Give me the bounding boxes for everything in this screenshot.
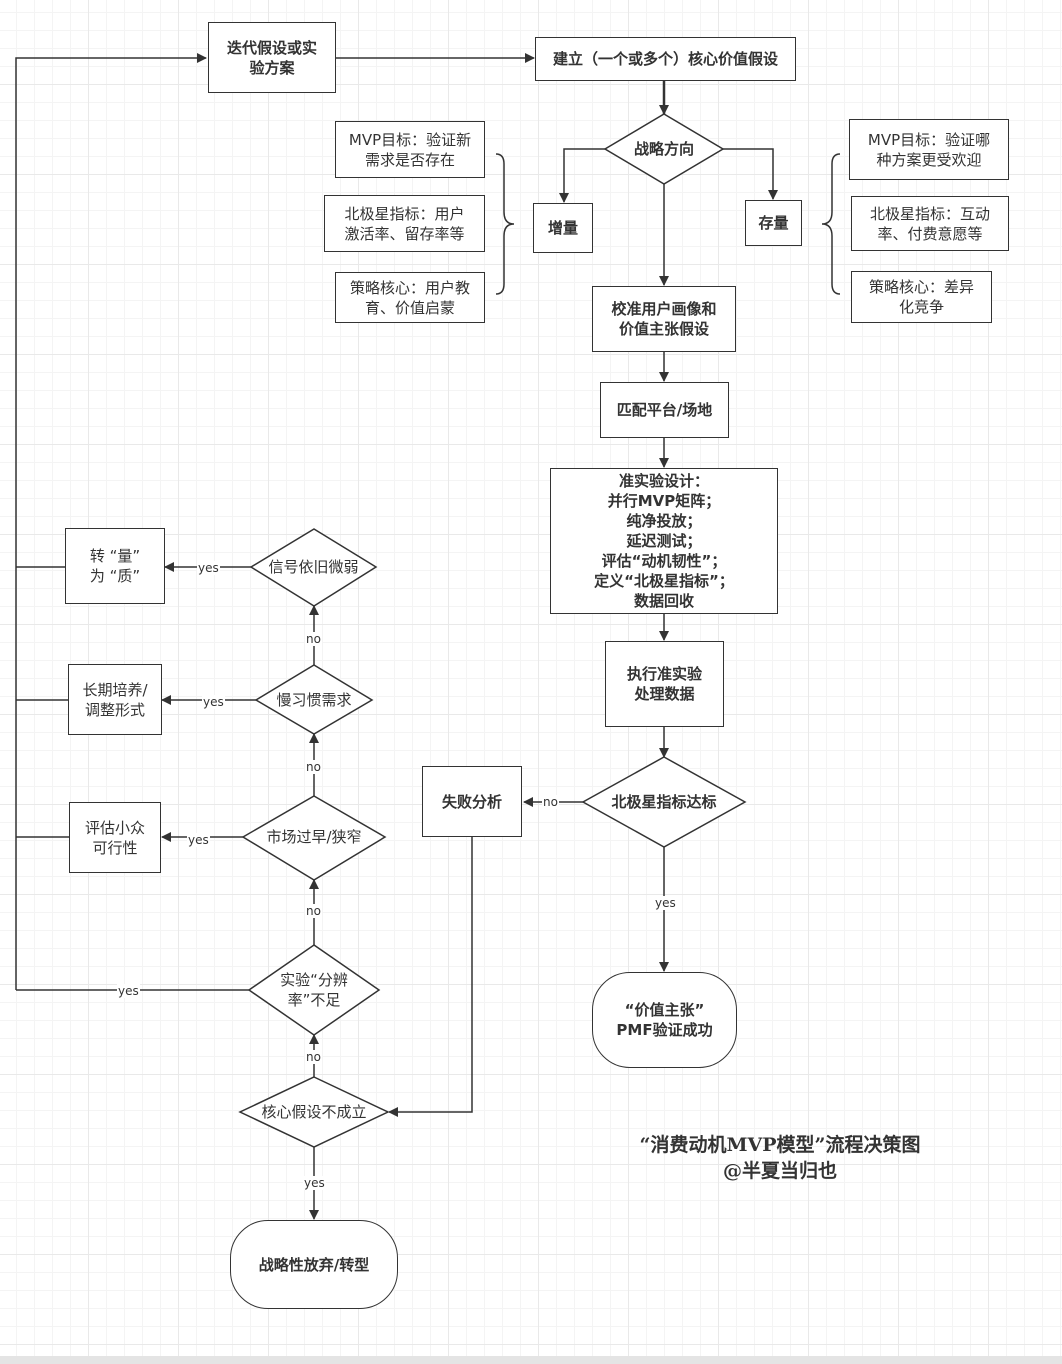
edge-label-core-invalid-no: no — [305, 1050, 322, 1064]
node-long-term-label: 长期培养/ 调整形式 — [82, 680, 148, 719]
node-quantity-to-quality[interactable]: 转 “量” 为 “质” — [65, 528, 165, 604]
canvas-bottom-edge — [0, 1356, 1062, 1364]
diamond-weak-signal-label[interactable]: 信号依旧微弱 — [268, 558, 359, 576]
node-establish-label: 建立（一个或多个）核心价值假设 — [552, 50, 778, 68]
edge-failure-to-core-invalid — [388, 836, 473, 1117]
node-abandon-label: 战略性放弃/转型 — [258, 1255, 370, 1274]
edge-strategy-to-increment — [559, 148, 605, 203]
node-increment-goal-label: MVP目标：验证新 需求是否存在 — [348, 130, 472, 169]
diamond-slow-habit-label[interactable]: 慢习惯需求 — [276, 691, 352, 709]
diamond-resolution — [247, 944, 381, 1036]
node-execute[interactable]: 执行准实验 处理数据 — [605, 641, 724, 727]
node-success-label: “价值主张” PMF验证成功 — [616, 1001, 713, 1039]
brace-increment — [495, 153, 515, 295]
node-iterate[interactable]: 迭代假设或实 验方案 — [208, 22, 336, 93]
edge-feedback-loop — [15, 53, 207, 990]
brace-stock — [821, 153, 841, 295]
diamond-core-invalid-label[interactable]: 核心假设不成立 — [261, 1103, 367, 1121]
node-increment-metric[interactable]: 北极星指标：用户 激活率、留存率等 — [324, 195, 485, 252]
edge-label-resolution-yes: yes — [117, 984, 140, 998]
node-match-label: 匹配平台/场地 — [616, 401, 713, 419]
diamond-resolution-label[interactable]: 实验“分辨 率”不足 — [280, 971, 348, 1009]
edge-strategy-to-stock — [723, 148, 778, 200]
edge-label-core-invalid-yes: yes — [303, 1176, 326, 1190]
node-iterate-label: 迭代假设或实 验方案 — [226, 38, 317, 77]
node-stock-metric[interactable]: 北极星指标：互动 率、付费意愿等 — [851, 196, 1009, 251]
node-design[interactable]: 准实验设计： 并行MVP矩阵； 纯净投放； 延迟测试； 评估“动机韧性”； 定义… — [550, 468, 778, 614]
node-execute-label: 执行准实验 处理数据 — [626, 665, 702, 703]
edge-label-resolution-no: no — [305, 904, 322, 918]
node-stock-goal[interactable]: MVP目标：验证哪 种方案更受欢迎 — [849, 119, 1009, 180]
node-design-label: 准实验设计： 并行MVP矩阵； 纯净投放； 延迟测试； 评估“动机韧性”； 定义… — [594, 472, 734, 610]
diamond-slow-habit — [254, 664, 374, 735]
node-quantity-to-quality-label: 转 “量” 为 “质” — [89, 547, 141, 585]
node-increment-goal[interactable]: MVP目标：验证新 需求是否存在 — [335, 121, 485, 178]
diagram-author: @半夏当归也 — [722, 1160, 837, 1182]
node-calibrate-label: 校准用户画像和 价值主张假设 — [611, 300, 717, 338]
edge-label-northstar-no: no — [542, 795, 559, 809]
node-increment-label: 增量 — [547, 219, 578, 237]
edge-label-slow-no: no — [305, 632, 322, 646]
node-long-term[interactable]: 长期培养/ 调整形式 — [68, 664, 162, 735]
node-stock-metric-label: 北极星指标：互动 率、付费意愿等 — [869, 204, 990, 243]
edge-label-northstar-yes: yes — [654, 896, 677, 910]
diamond-market — [241, 795, 387, 881]
diamond-northstar-label[interactable]: 北极星指标达标 — [611, 793, 717, 811]
diagram-title: “消费动机MVP模型”流程决策图 @半夏当归也 — [600, 1132, 960, 1184]
diamond-strategy — [603, 113, 725, 185]
node-increment-core-label: 策略核心：用户教 育、价值启蒙 — [349, 278, 470, 317]
node-success[interactable]: “价值主张” PMF验证成功 — [592, 972, 737, 1068]
node-abandon[interactable]: 战略性放弃/转型 — [230, 1220, 398, 1309]
node-establish[interactable]: 建立（一个或多个）核心价值假设 — [535, 37, 796, 81]
edge-label-market-no: no — [305, 760, 322, 774]
node-match[interactable]: 匹配平台/场地 — [600, 382, 729, 438]
diamond-market-label[interactable]: 市场过早/狭窄 — [266, 828, 362, 846]
node-stock-core-label: 策略核心：差异 化竞争 — [868, 278, 974, 316]
node-increment[interactable]: 增量 — [533, 203, 593, 253]
edge-label-weak-yes: yes — [197, 561, 220, 575]
node-increment-core[interactable]: 策略核心：用户教 育、价值启蒙 — [335, 272, 485, 323]
diamond-northstar — [581, 756, 747, 848]
edge-label-slow-yes: yes — [202, 695, 225, 709]
node-calibrate[interactable]: 校准用户画像和 价值主张假设 — [592, 286, 736, 352]
node-stock[interactable]: 存量 — [745, 200, 802, 246]
diamond-weak-signal — [249, 528, 378, 607]
node-increment-metric-label: 北极星指标：用户 激活率、留存率等 — [344, 204, 465, 243]
node-stock-label: 存量 — [758, 214, 789, 232]
node-niche-label: 评估小众 可行性 — [84, 818, 145, 857]
node-failure-label: 失败分析 — [441, 792, 502, 811]
diamond-core-invalid — [238, 1076, 390, 1148]
node-failure[interactable]: 失败分析 — [422, 766, 522, 837]
node-niche[interactable]: 评估小众 可行性 — [69, 802, 161, 873]
diagram-title-text: “消费动机MVP模型”流程决策图 — [639, 1134, 921, 1156]
node-stock-goal-label: MVP目标：验证哪 种方案更受欢迎 — [867, 130, 991, 169]
edge-label-market-yes: yes — [187, 833, 210, 847]
node-stock-core[interactable]: 策略核心：差异 化竞争 — [851, 271, 992, 323]
diamond-strategy-label[interactable]: 战略方向 — [633, 140, 694, 158]
